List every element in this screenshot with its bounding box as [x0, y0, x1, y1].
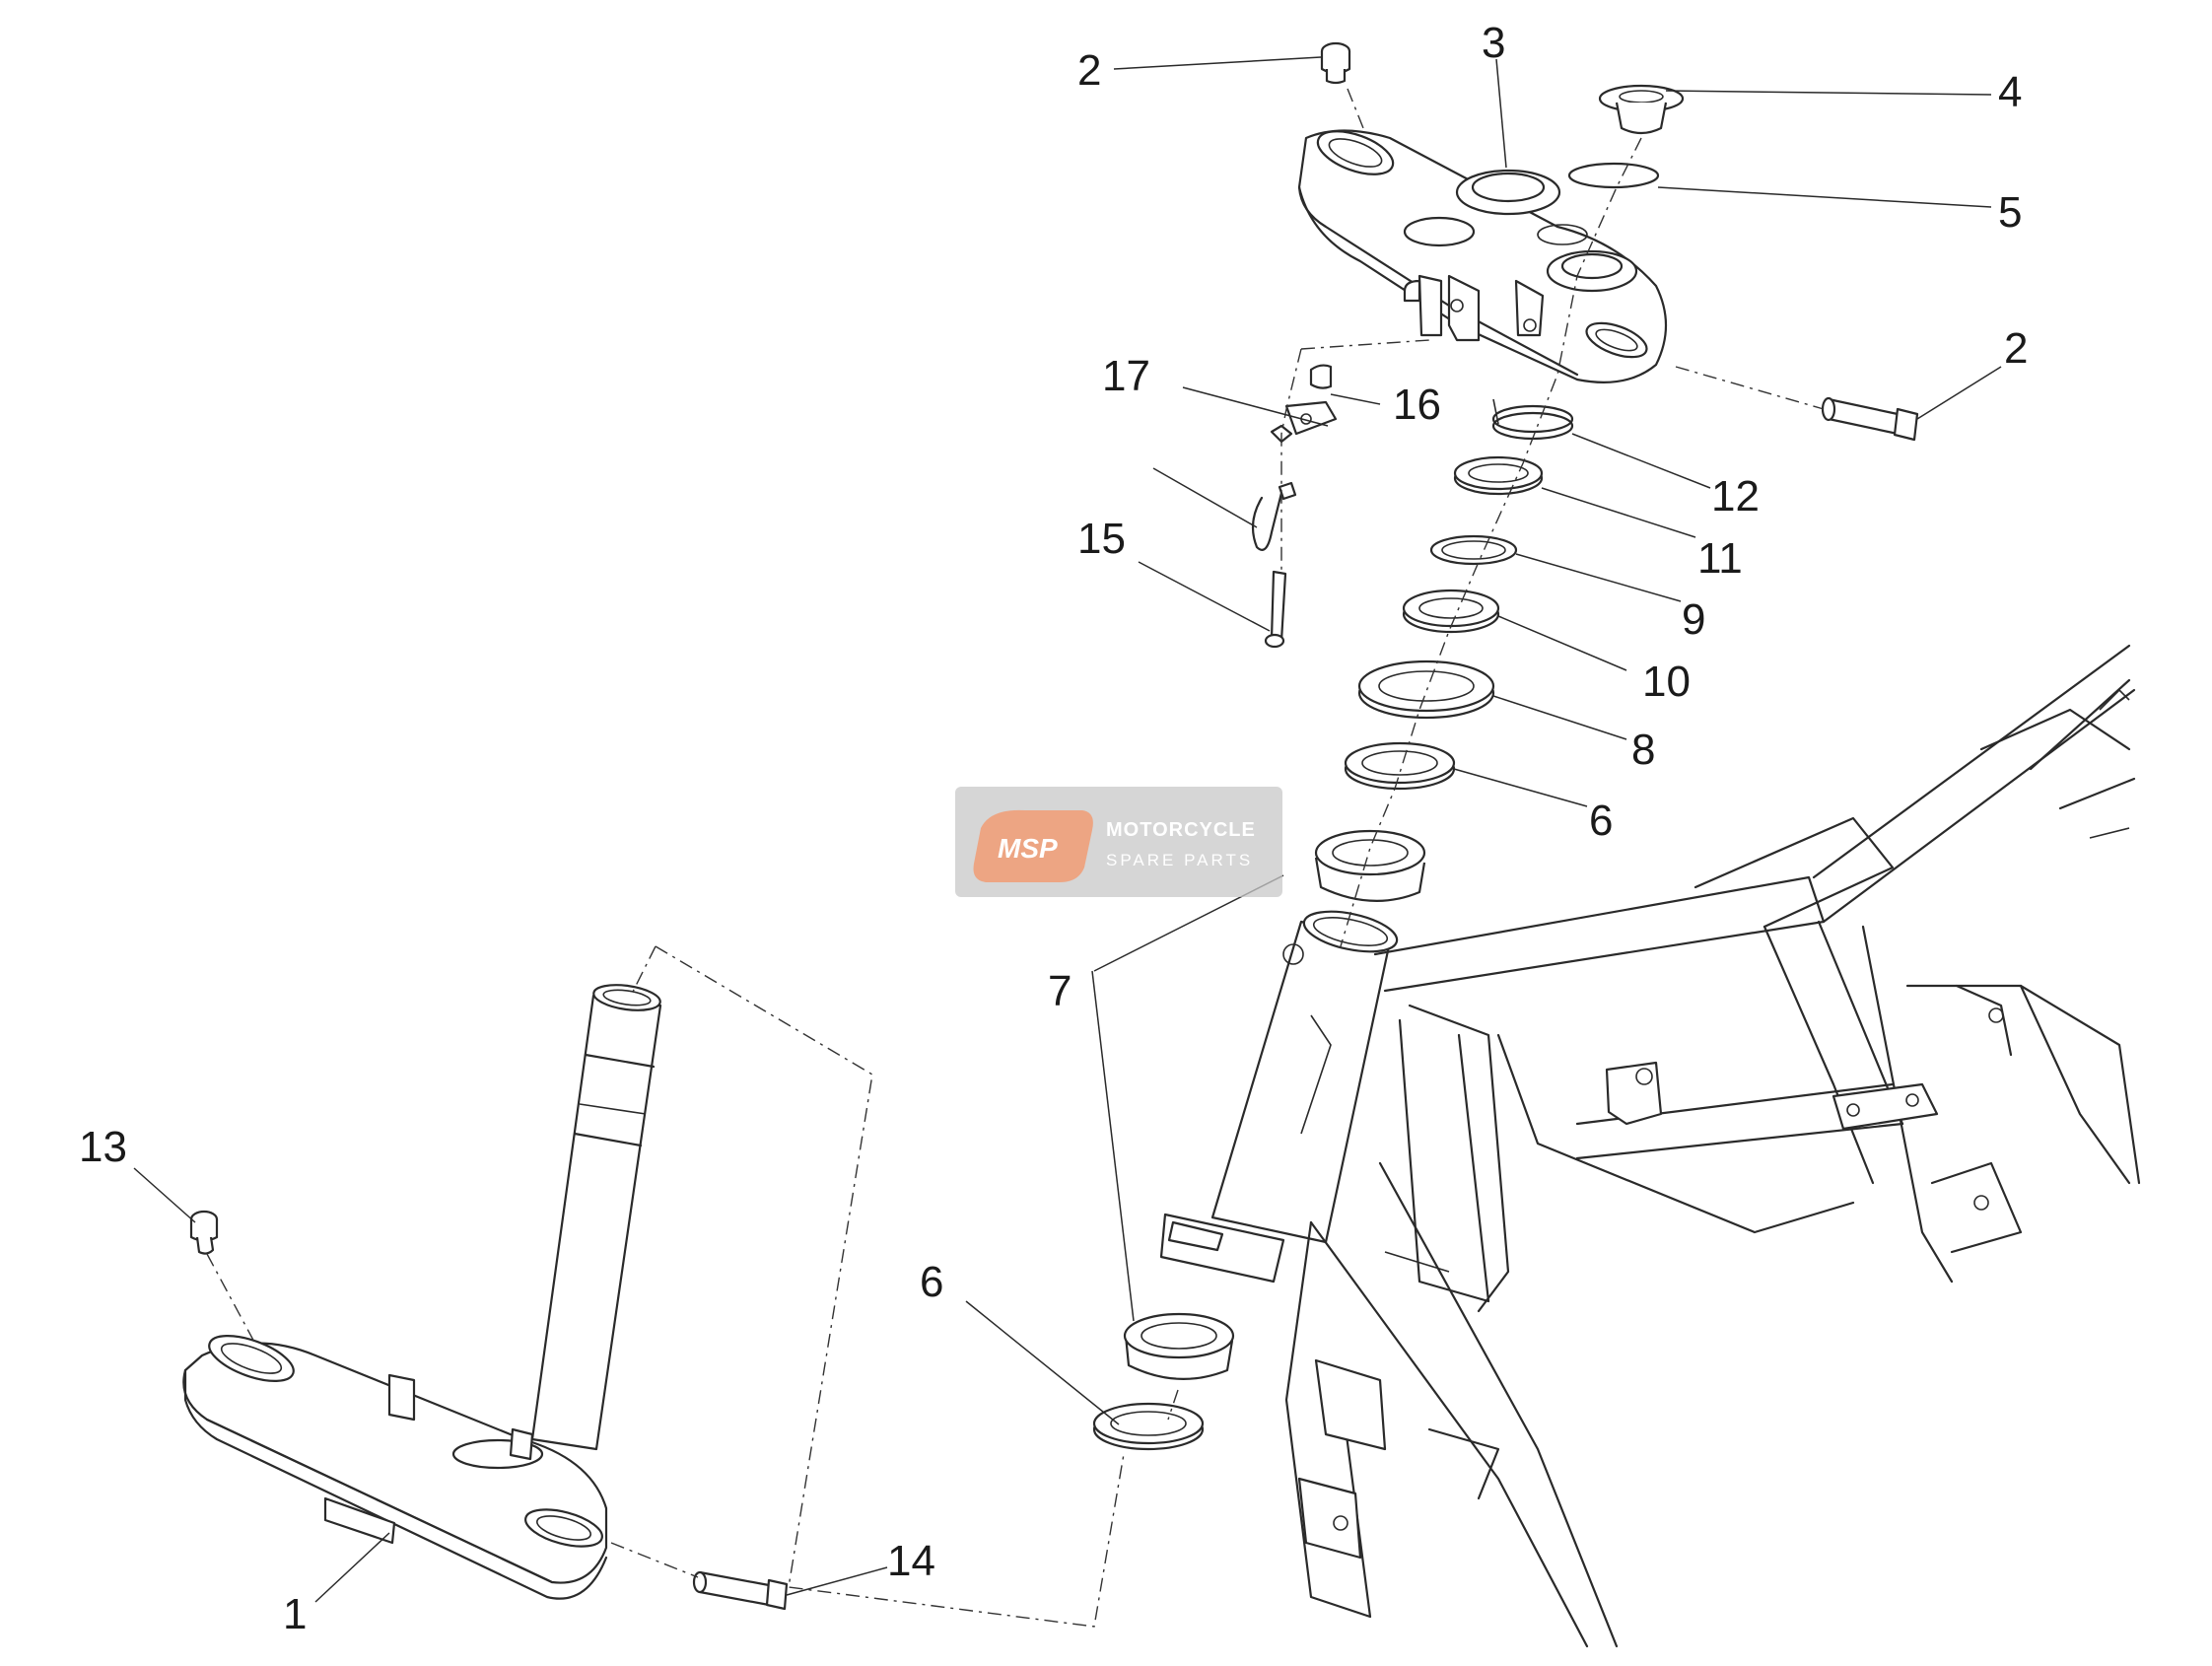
callout-10: 10 [1642, 658, 1691, 706]
callout-13-bottom: 14 [887, 1537, 935, 1585]
lock-washer-12 [1491, 398, 1574, 441]
callout-14: 16 [1393, 381, 1441, 429]
ring-nut-10 [1402, 589, 1500, 634]
watermark: MSP MOTORCYCLE SPARE PARTS [955, 787, 1282, 897]
washer-9-inner [1441, 540, 1506, 560]
callout-3: 3 [1482, 19, 1505, 67]
callout-9: 9 [1682, 595, 1705, 644]
callout-labels: 2 3 4 5 2 12 11 9 10 8 6 16 17 15 7 6 13… [79, 19, 2028, 1638]
callout-5: 5 [1998, 188, 2022, 237]
leader-lines [133, 56, 2002, 1603]
callout-2-right: 2 [2004, 324, 2028, 373]
bearing-7-upper [1314, 829, 1426, 902]
callout-2-top: 2 [1077, 46, 1101, 95]
bolt-2-right [1821, 396, 1919, 442]
callout-16: 15 [1077, 515, 1126, 563]
callout-15: 17 [1102, 352, 1150, 400]
motorcycle-frame [1159, 644, 2141, 1648]
watermark-line-1: MOTORCYCLE [1106, 819, 1256, 841]
watermark-logo-text: MSP [998, 833, 1058, 864]
washer-5 [1567, 162, 1660, 189]
bracket-14 [1284, 400, 1338, 436]
callout-6-upper: 6 [1589, 797, 1613, 845]
bearing-7-lower [1123, 1312, 1235, 1380]
callout-12: 12 [1711, 472, 1760, 521]
callout-1: 1 [283, 1590, 307, 1638]
callout-11: 11 [1697, 534, 1743, 583]
bolt-13-bottom [692, 1570, 789, 1611]
seal-6-lower [1092, 1402, 1205, 1451]
callout-8: 8 [1631, 726, 1655, 774]
upper-triple-clamp [1297, 129, 1668, 383]
msp-logo-icon [973, 809, 1093, 882]
cap-nut-4 [1598, 84, 1685, 135]
bolt-13-top [189, 1210, 219, 1255]
wire-17 [1251, 481, 1297, 551]
callout-6-lower: 6 [920, 1258, 943, 1306]
seal-6-upper [1344, 741, 1456, 791]
bolt-16 [1264, 570, 1287, 649]
bolt-2-top [1320, 41, 1351, 85]
watermark-line-2: SPARE PARTS [1106, 851, 1253, 869]
ring-nut-11 [1453, 455, 1544, 496]
assembly-guide-lines [206, 88, 1825, 1628]
callout-4: 4 [1998, 68, 2022, 116]
dust-seal-8 [1357, 659, 1495, 720]
lower-triple-clamp [182, 984, 662, 1600]
clip-14b [1309, 364, 1333, 389]
callout-13-top: 13 [79, 1123, 127, 1171]
callout-7: 7 [1048, 967, 1071, 1015]
